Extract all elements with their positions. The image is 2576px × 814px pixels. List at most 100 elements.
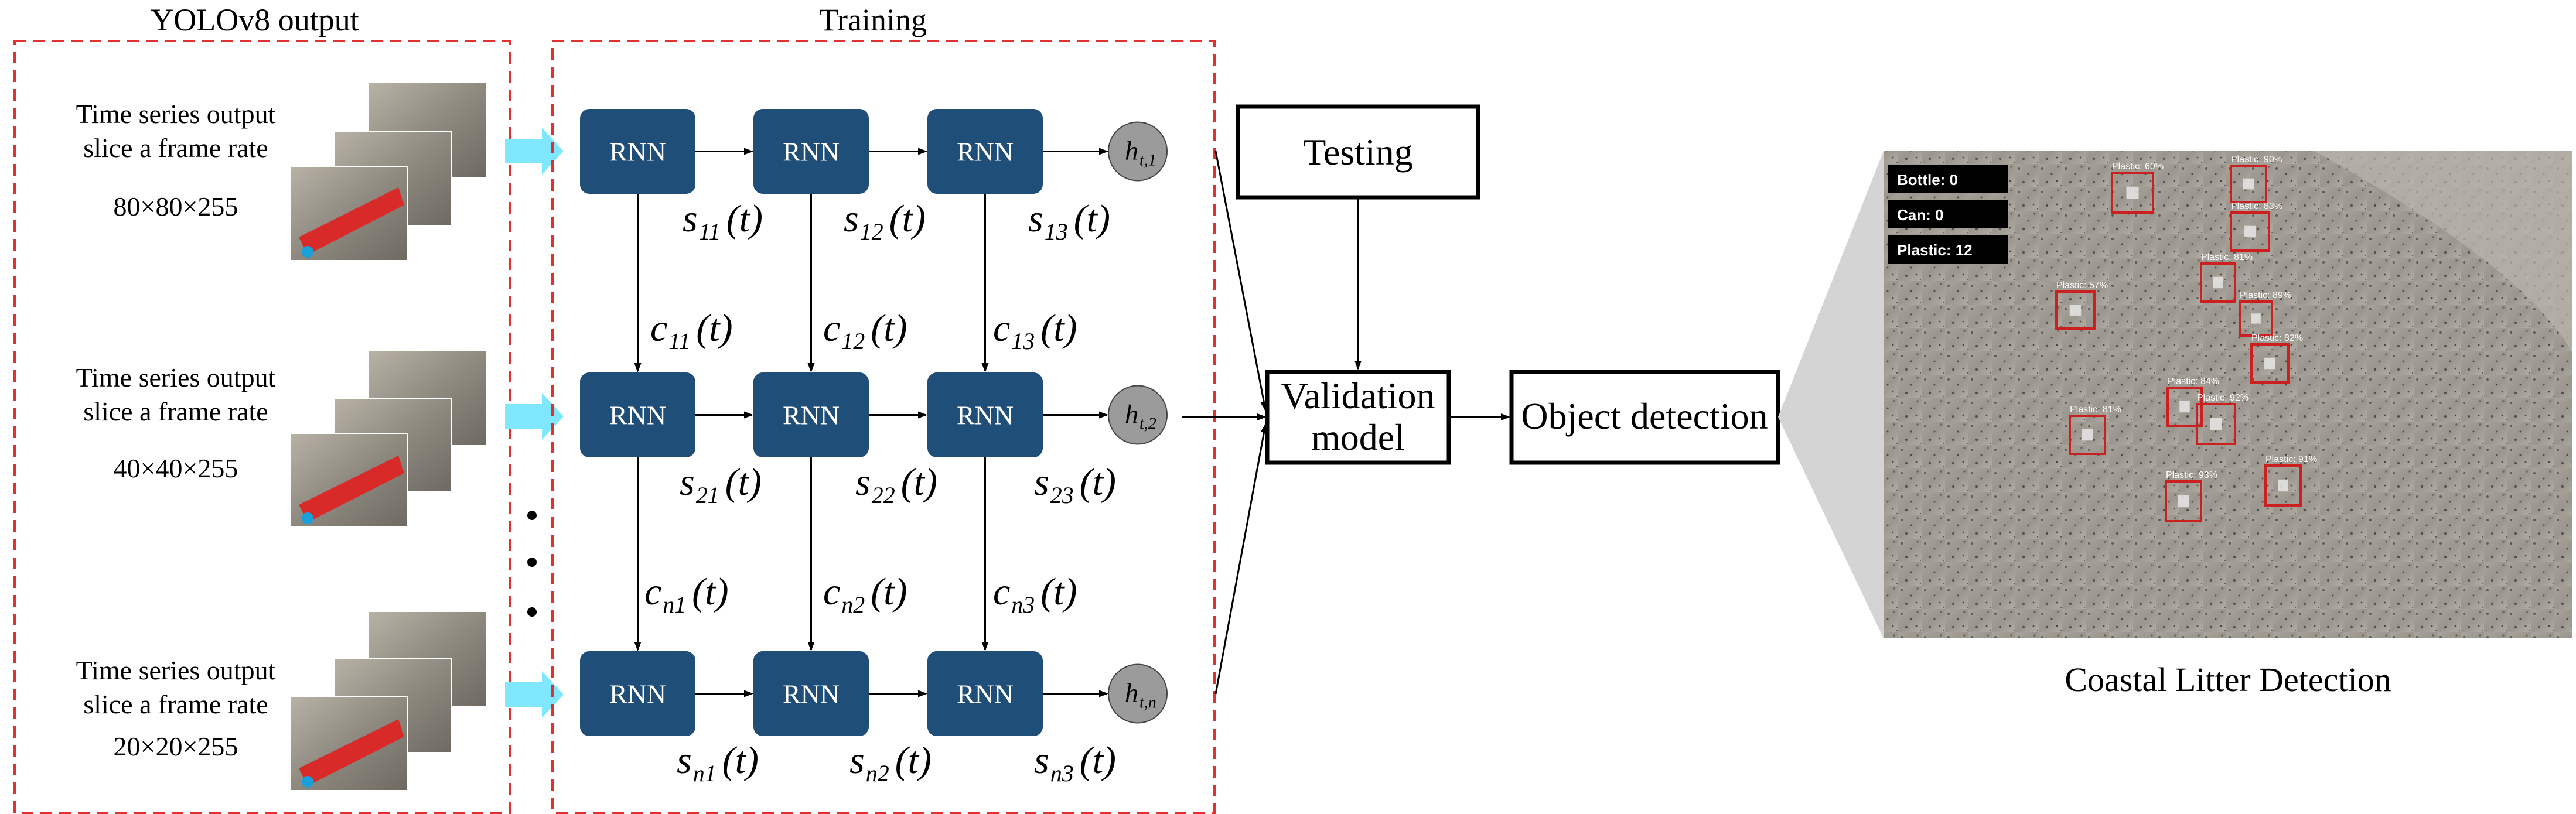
counter-bg — [1888, 200, 2008, 228]
rnn-cell: RNN — [753, 651, 869, 736]
testing-box — [1236, 104, 1480, 200]
frame-stack-1 — [289, 83, 486, 261]
hidden-state-nodes: ht,1ht,2ht,n — [1108, 121, 1168, 724]
detection-rect — [2250, 343, 2290, 384]
input-slice-3: Time series output slice a frame rate 20… — [76, 612, 486, 791]
counter-text: Bottle: 0 — [1897, 171, 1958, 189]
detection-box: Plastic: 82% — [2250, 333, 2303, 384]
detection-box: Plastic: 93% — [2165, 470, 2217, 522]
yolo-title: YOLOv8 output — [151, 2, 359, 37]
h-circle — [1108, 385, 1168, 445]
input-2-dims: 40×40×255 — [114, 453, 238, 483]
state-label-s: s21(t) — [680, 461, 762, 508]
rnn-box — [927, 372, 1043, 457]
detection-boxes: Plastic: 60%Plastic: 90%Plastic: 83%Plas… — [2055, 155, 2317, 522]
rnn-cell: RNN — [927, 651, 1043, 736]
h-circle — [1108, 121, 1168, 182]
validation-label-line1: Validation — [1281, 375, 1435, 416]
detection-box: Plastic: 83% — [2230, 201, 2282, 252]
rnn-cell: RNN — [580, 651, 695, 736]
rnn-connectors — [634, 148, 1108, 697]
rnn-cell: RNN — [753, 109, 869, 194]
cyan-arrow-2 — [505, 393, 564, 440]
object-detection-box — [1509, 370, 1780, 465]
input-2-line1: Time series output — [76, 362, 276, 392]
counter-bg — [1888, 165, 2008, 193]
validation-label-line2: model — [1311, 416, 1405, 458]
training-dashed-frame — [551, 40, 1216, 814]
rnn-cell: RNN — [753, 372, 869, 457]
rnn-box — [753, 109, 869, 194]
counter-badge: Plastic: 12 — [1888, 235, 2008, 264]
detection-label: Plastic: 83% — [2231, 201, 2282, 211]
input-3-line1: Time series output — [76, 655, 276, 685]
cell-label-c: cn1(t) — [644, 570, 729, 618]
litter-object — [299, 719, 404, 786]
detection-rect — [2166, 387, 2203, 427]
rnn-box — [580, 651, 695, 736]
rnn-label: RNN — [783, 679, 840, 709]
state-label-s: s13(t) — [1028, 197, 1110, 245]
cell-label-c: cn2(t) — [823, 570, 907, 618]
detection-label: Plastic: 82% — [2251, 333, 2303, 343]
detection-box: Plastic: 57% — [2055, 281, 2108, 330]
detection-rect — [2165, 480, 2202, 522]
state-label-s: s11(t) — [683, 197, 763, 245]
input-2-line2: slice a frame rate — [83, 396, 268, 426]
cell-label-c: cn3(t) — [993, 570, 1077, 618]
cell-label-c: c13(t) — [993, 307, 1077, 354]
detection-box: Plastic: 92% — [2196, 393, 2249, 445]
cyan-input-arrows — [505, 128, 564, 718]
rnn-label: RNN — [783, 401, 840, 430]
validation-box — [1265, 370, 1451, 465]
rnn-cell: RNN — [580, 109, 695, 194]
hidden-state-node: ht,1 — [1108, 121, 1168, 182]
rnn-cell: RNN — [927, 109, 1043, 194]
state-label-s: s22(t) — [855, 461, 937, 508]
hidden-state-node: ht,n — [1108, 663, 1168, 724]
cyan-arrow-1 — [505, 128, 564, 175]
cyan-arrow-3 — [505, 671, 564, 718]
training-section: Training — [551, 2, 1216, 814]
input-3-line2: slice a frame rate — [83, 689, 268, 719]
counter-text: Plastic: 12 — [1897, 241, 1973, 259]
rnn-box — [927, 109, 1043, 194]
detection-box: Plastic: 89% — [2239, 290, 2291, 337]
detection-rect — [2264, 464, 2302, 507]
detection-label: Plastic: 93% — [2166, 470, 2217, 480]
litter-object — [299, 456, 404, 522]
cell-label-c: c12(t) — [823, 307, 907, 354]
detection-rect — [2196, 403, 2236, 445]
detection-box: Plastic: 90% — [2230, 155, 2282, 203]
frame-stack-2 — [289, 351, 486, 528]
detection-label: Plastic: 89% — [2240, 290, 2291, 300]
detection-rect — [2200, 262, 2236, 303]
input-1-dims: 80×80×255 — [114, 191, 238, 221]
detection-label: Plastic: 84% — [2168, 377, 2219, 387]
detection-label: Plastic: 92% — [2197, 393, 2249, 403]
state-label-s: sn3(t) — [1034, 739, 1116, 786]
detection-label: Plastic: 90% — [2231, 155, 2282, 165]
counter-badge: Bottle: 0 — [1888, 165, 2008, 193]
rnn-box — [580, 372, 695, 457]
detection-box: Plastic: 81% — [2069, 405, 2121, 455]
counter-text: Can: 0 — [1897, 206, 1943, 224]
cell-labels: c11(t) c12(t) c13(t) cn1(t) cn2(t) cn3(t) — [644, 307, 1077, 618]
detection-rect — [2230, 211, 2270, 252]
detection-rect — [2111, 172, 2154, 214]
input-slice-1: Time series output slice a frame rate 80… — [76, 83, 486, 261]
rnn-box — [580, 109, 695, 194]
detection-rect — [2239, 300, 2273, 337]
detection-box: Plastic: 84% — [2166, 377, 2219, 427]
counter-bg — [1888, 235, 2008, 264]
cell-label-c: c11(t) — [650, 307, 733, 354]
detection-label: Plastic: 91% — [2265, 454, 2317, 464]
rnn-label: RNN — [783, 137, 840, 167]
detection-rect — [2055, 290, 2096, 330]
state-label-s: s12(t) — [844, 197, 926, 245]
rnn-box — [753, 651, 869, 736]
yolo-output-section: YOLOv8 output Time series output slice a… — [13, 2, 511, 814]
